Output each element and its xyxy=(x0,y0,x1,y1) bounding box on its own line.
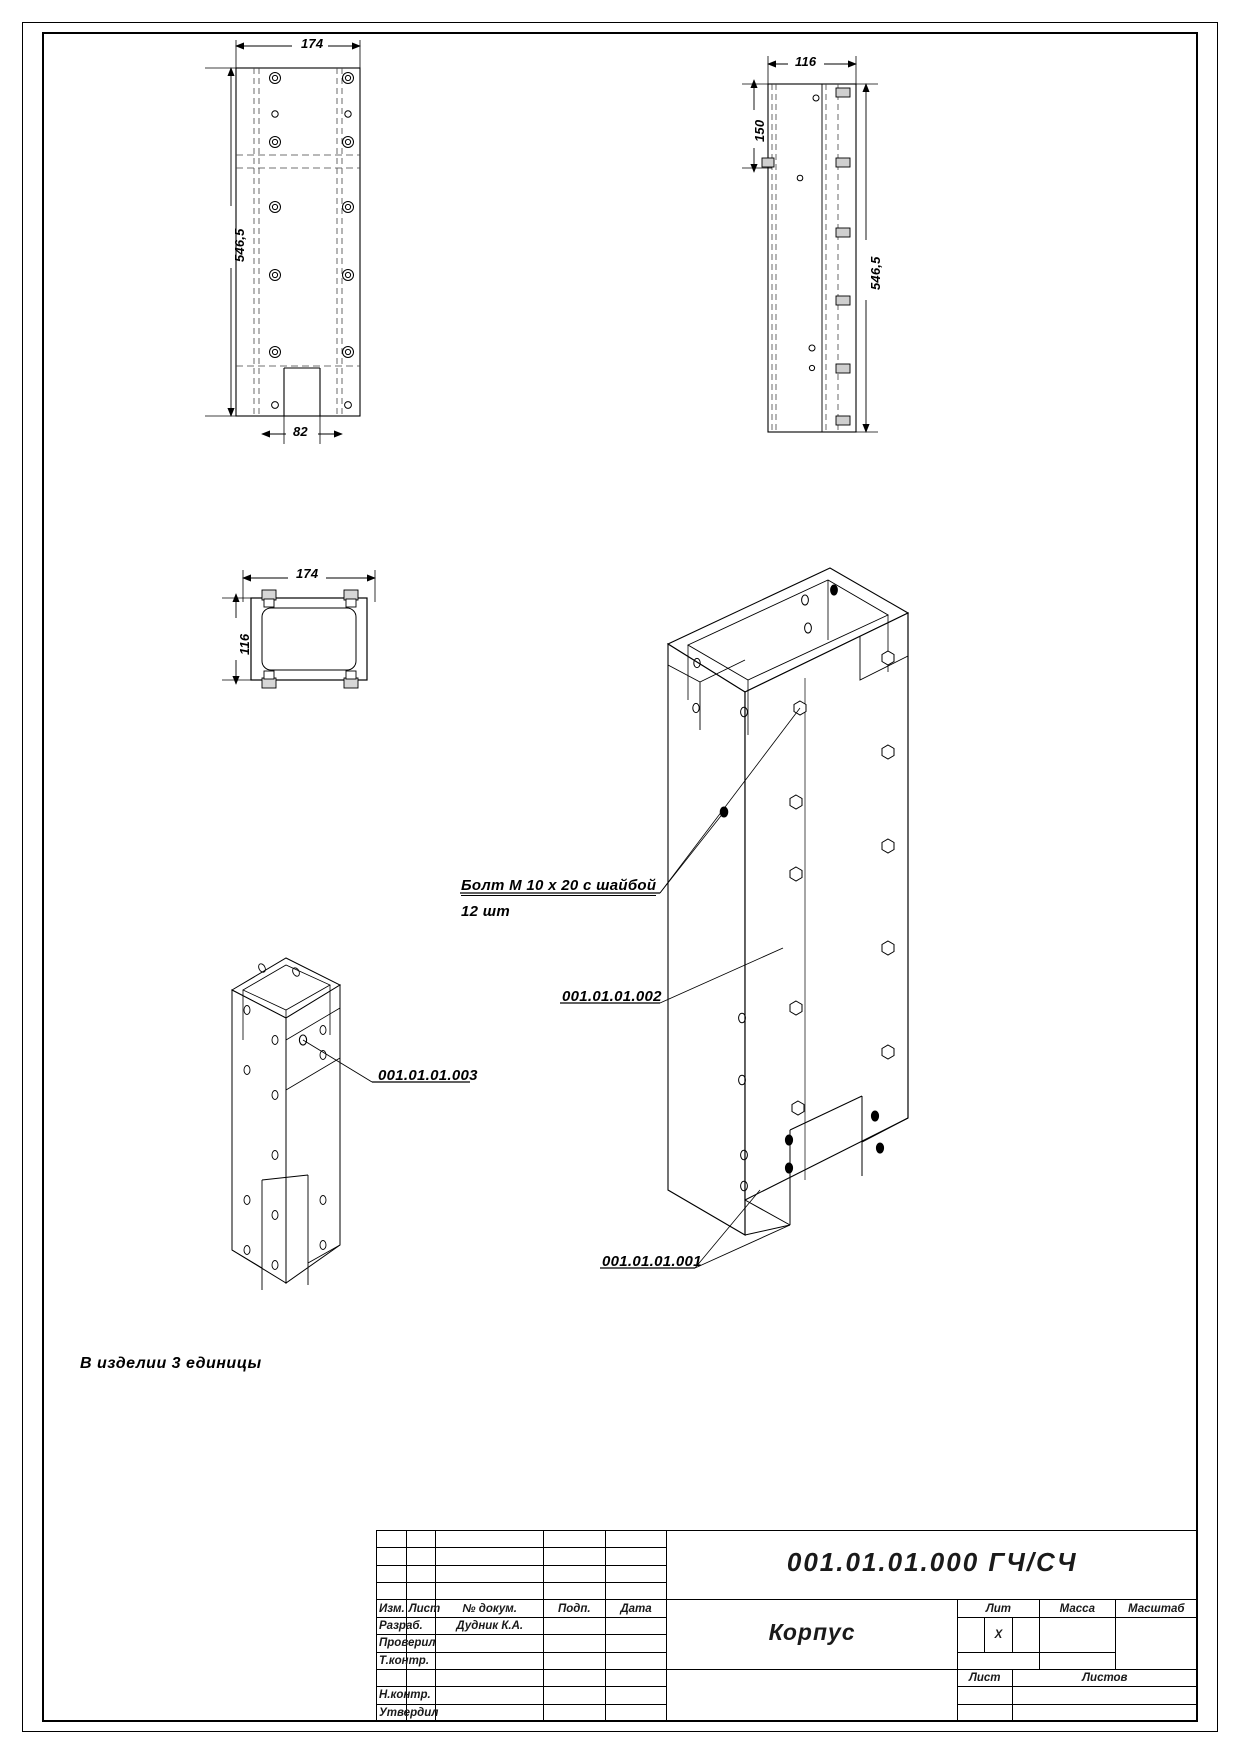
rev-cell[interactable] xyxy=(604,1547,668,1566)
proveril-podp[interactable] xyxy=(542,1634,606,1653)
lit-label: Лит xyxy=(956,1599,1041,1618)
rev-cell[interactable] xyxy=(405,1582,437,1601)
tkontr-data[interactable] xyxy=(604,1651,668,1670)
rev-cell[interactable] xyxy=(405,1547,437,1566)
dim-front-notch: 82 xyxy=(293,424,308,439)
title-block: 001.01.01.000 ГЧ/СЧ xyxy=(376,1529,1199,1723)
proveril-name[interactable] xyxy=(435,1634,544,1653)
tkontr-name[interactable] xyxy=(435,1651,544,1670)
lit-cell-1[interactable] xyxy=(956,1616,986,1653)
listov-value-b[interactable] xyxy=(1011,1703,1199,1723)
part-name-cell: Корпус xyxy=(666,1599,958,1670)
designation-text: 001.01.01.000 ГЧ/СЧ xyxy=(786,1547,1078,1578)
blank-name[interactable] xyxy=(435,1668,544,1688)
lit-cell-3[interactable] xyxy=(1011,1616,1041,1653)
dim-side-width: 116 xyxy=(795,54,817,69)
left-note: В изделии 3 единицы xyxy=(80,1355,262,1372)
rev-cell[interactable] xyxy=(405,1564,437,1584)
view-front xyxy=(205,40,361,444)
blank-podp[interactable] xyxy=(542,1668,606,1688)
dim-side-top: 150 xyxy=(752,119,767,142)
rev-cell[interactable] xyxy=(604,1564,668,1584)
rev-cell[interactable] xyxy=(604,1582,668,1601)
proveril-data[interactable] xyxy=(604,1634,668,1653)
rev-cell[interactable] xyxy=(376,1564,407,1584)
col-docno: № докум. xyxy=(435,1599,544,1618)
role-nkontr: Н.контр. xyxy=(376,1686,431,1705)
lit-cell-2[interactable]: Х xyxy=(984,1616,1013,1653)
rev-cell[interactable] xyxy=(376,1529,407,1549)
view-iso-small xyxy=(230,957,470,1290)
razrab-data[interactable] xyxy=(604,1616,668,1636)
nkontr-name[interactable] xyxy=(435,1686,544,1705)
massa-label: Масса xyxy=(1039,1599,1116,1618)
role-tkontr: Т.контр. xyxy=(376,1651,429,1670)
developer-name[interactable]: Дудник К.А. xyxy=(435,1616,544,1636)
dim-side-height: 546,5 xyxy=(868,256,883,290)
list-value[interactable] xyxy=(956,1686,1013,1705)
utverdil-podp[interactable] xyxy=(542,1703,606,1723)
masshtab-label: Масштаб xyxy=(1114,1599,1199,1618)
part-name-text: Корпус xyxy=(768,1619,856,1646)
sheet-frame-outer xyxy=(22,22,1218,1732)
rev-cell[interactable] xyxy=(542,1564,606,1584)
dim-front-width: 174 xyxy=(301,36,324,51)
nkontr-podp[interactable] xyxy=(542,1686,606,1705)
callout-bolt-line2: 12 шт xyxy=(461,903,511,920)
blank-pad xyxy=(405,1668,437,1688)
blank-data[interactable] xyxy=(604,1668,668,1688)
rev-cell[interactable] xyxy=(604,1529,668,1549)
tkontr-podp[interactable] xyxy=(542,1651,606,1670)
view-iso-main xyxy=(460,567,910,1269)
designation-cell: 001.01.01.000 ГЧ/СЧ xyxy=(666,1529,1198,1601)
rev-cell[interactable] xyxy=(376,1582,407,1601)
view-section xyxy=(222,570,376,689)
dim-front-height: 546,5 xyxy=(232,228,247,262)
dim-section-height: 116 xyxy=(237,633,252,655)
org-cell xyxy=(666,1668,958,1723)
col-podp: Подп. xyxy=(542,1599,606,1618)
list-value-b[interactable] xyxy=(956,1703,1013,1723)
massa-value[interactable] xyxy=(1039,1616,1116,1653)
dim-section-width: 174 xyxy=(296,566,319,581)
rev-cell[interactable] xyxy=(435,1582,544,1601)
col-izm: Изм. xyxy=(376,1599,407,1618)
list-label: Лист xyxy=(956,1668,1013,1688)
utverdil-name[interactable] xyxy=(435,1703,544,1723)
role-proveril: Проверил xyxy=(376,1634,436,1653)
massa-bottom-pad xyxy=(1039,1651,1116,1670)
nkontr-data[interactable] xyxy=(604,1686,668,1705)
rev-cell[interactable] xyxy=(435,1547,544,1566)
callout-part-001: 001.01.01.001 xyxy=(602,1253,702,1270)
role-blank xyxy=(376,1668,407,1688)
listov-value[interactable] xyxy=(1011,1686,1199,1705)
rev-cell[interactable] xyxy=(435,1529,544,1549)
rev-cell[interactable] xyxy=(542,1547,606,1566)
lit-bottom-pad xyxy=(956,1651,1041,1670)
rev-cell[interactable] xyxy=(405,1529,437,1549)
utverdil-data[interactable] xyxy=(604,1703,668,1723)
rev-cell[interactable] xyxy=(542,1529,606,1549)
role-razrab: Разраб. xyxy=(376,1616,423,1636)
rev-cell[interactable] xyxy=(376,1547,407,1566)
callout-bolt-line1: Болт М 10 х 20 с шайбой xyxy=(461,877,657,896)
col-data: Дата xyxy=(604,1599,668,1618)
masshtab-value[interactable] xyxy=(1114,1616,1199,1670)
col-list: Лист xyxy=(405,1599,440,1618)
rev-cell[interactable] xyxy=(435,1564,544,1584)
callout-part-002: 001.01.01.002 xyxy=(562,988,662,1005)
callout-part-003: 001.01.01.003 xyxy=(378,1067,478,1084)
razrab-podp[interactable] xyxy=(542,1616,606,1636)
role-utverdil: Утвердил xyxy=(376,1703,438,1723)
rev-cell[interactable] xyxy=(542,1582,606,1601)
view-side xyxy=(742,56,878,433)
listov-label: Листов xyxy=(1011,1668,1199,1688)
